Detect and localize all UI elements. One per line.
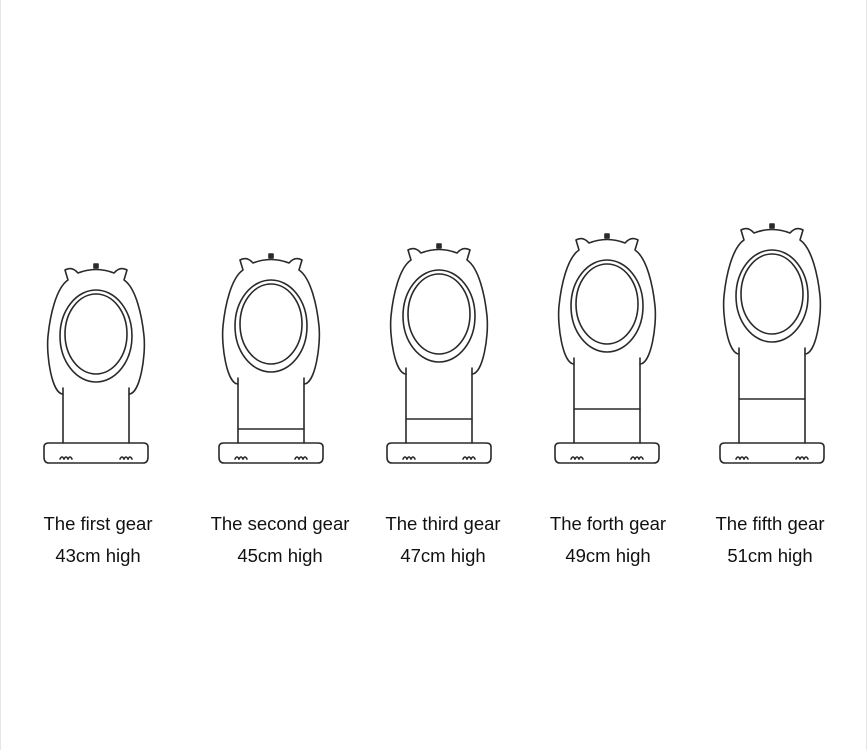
urinal-body: [46, 267, 146, 395]
gear-height: 45cm high: [237, 545, 323, 566]
toe-mark: [67, 456, 73, 460]
gear-height: 51cm high: [727, 545, 813, 566]
gear-caption-3: The third gear 47cm high: [358, 508, 528, 572]
gear-title: The first gear: [43, 513, 153, 534]
top-knob: [604, 233, 610, 239]
bowl-rim-inner: [575, 263, 639, 345]
toe-mark: [638, 456, 644, 460]
gear-caption-1: The first gear 43cm high: [13, 508, 183, 572]
bowl-rim-outer: [735, 249, 809, 343]
toe-mark: [410, 456, 416, 460]
urinal-drawing: [554, 233, 660, 464]
gear-title: The third gear: [385, 513, 501, 534]
bowl-rim-outer: [402, 269, 476, 363]
stem: [405, 367, 473, 444]
bowl-rim-inner: [64, 293, 128, 375]
foot-base: [43, 442, 149, 464]
foot-base: [386, 442, 492, 464]
toe-mark: [127, 456, 133, 460]
toe-mark: [470, 456, 476, 460]
stem: [573, 357, 641, 444]
toe-mark: [743, 456, 749, 460]
gear-title: The forth gear: [549, 513, 667, 534]
toe-mark: [803, 456, 809, 460]
toe-mark: [578, 456, 584, 460]
gear-title: The second gear: [210, 513, 350, 534]
gear-caption-2: The second gear 45cm high: [195, 508, 365, 572]
foot-base: [218, 442, 324, 464]
toe-mark: [302, 456, 308, 460]
bowl-rim-inner: [407, 273, 471, 355]
urinal-drawing: [43, 263, 149, 464]
top-knob: [268, 253, 274, 259]
urinal-body: [221, 257, 321, 385]
foot-base: [719, 442, 825, 464]
top-knob: [769, 223, 775, 229]
stem: [738, 347, 806, 444]
urinal-drawing: [719, 223, 825, 464]
urinal-body: [389, 247, 489, 375]
stem: [62, 387, 130, 444]
gear-title: The fifth gear: [715, 513, 825, 534]
gear-caption-4: The forth gear 49cm high: [523, 508, 693, 572]
bowl-rim-outer: [59, 289, 133, 383]
urinal-drawing: [386, 243, 492, 464]
top-knob: [93, 263, 99, 269]
gear-height: 47cm high: [400, 545, 486, 566]
top-knob: [436, 243, 442, 249]
urinal-drawing: [218, 253, 324, 464]
gear-caption-5: The fifth gear 51cm high: [685, 508, 855, 572]
gear-height: 43cm high: [55, 545, 141, 566]
toe-mark: [242, 456, 248, 460]
bowl-rim-outer: [570, 259, 644, 353]
urinal-body: [557, 237, 657, 365]
gear-height: 49cm high: [565, 545, 651, 566]
urinal-body: [722, 227, 822, 355]
bowl-rim-inner: [239, 283, 303, 365]
bowl-rim-outer: [234, 279, 308, 373]
foot-base: [554, 442, 660, 464]
stem: [237, 377, 305, 444]
bowl-rim-inner: [740, 253, 804, 335]
